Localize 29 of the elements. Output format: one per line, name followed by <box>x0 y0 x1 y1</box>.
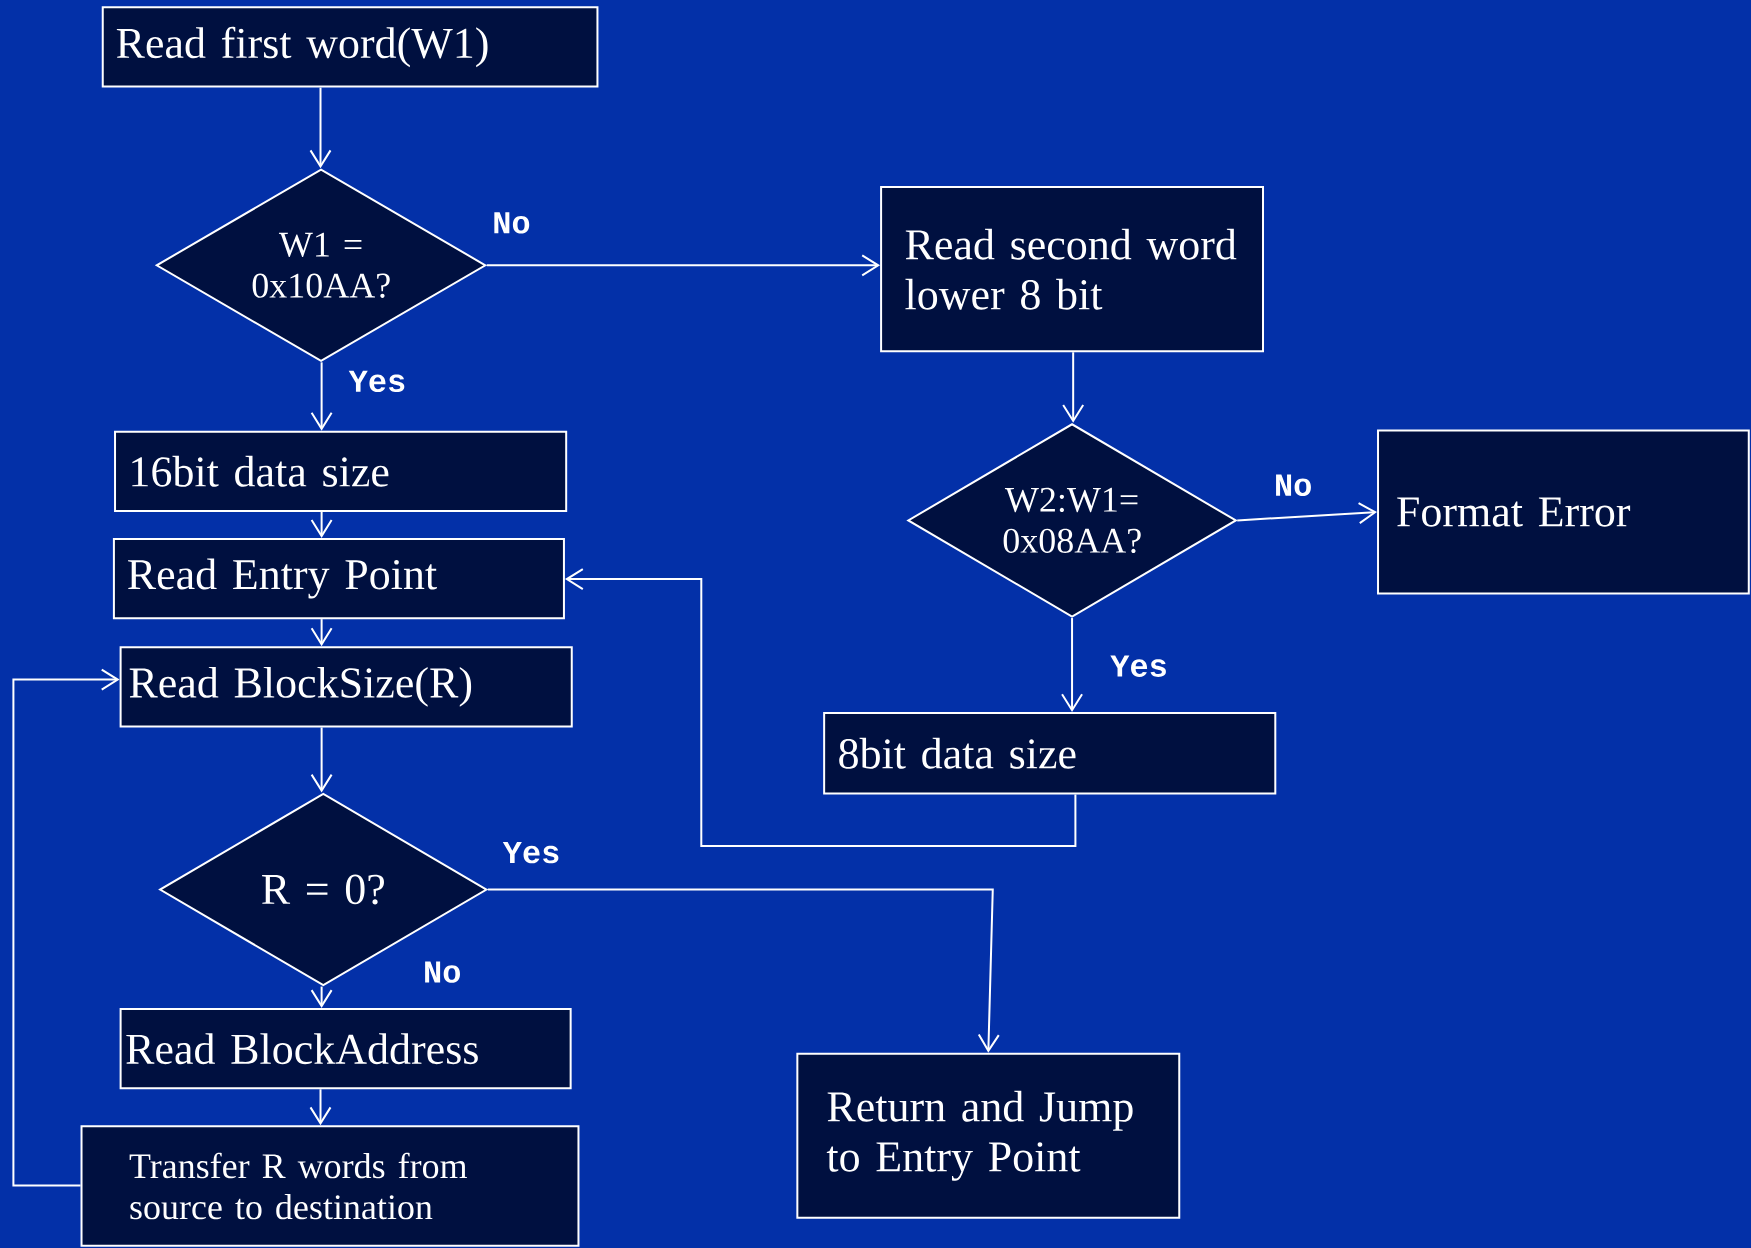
edge-label: Yes <box>502 842 559 864</box>
arrow <box>1061 617 1084 713</box>
edge-label: No <box>1276 474 1311 496</box>
arrow <box>485 254 881 277</box>
arrow <box>310 618 333 647</box>
edge-label: Yes <box>348 370 405 393</box>
process-box: Read BlockSize(R) <box>119 646 573 728</box>
process-box: Format Error <box>1377 429 1750 595</box>
arrow <box>310 510 333 538</box>
process-box: Read BlockAddress <box>119 1008 572 1090</box>
arrow <box>1062 351 1085 423</box>
process-box: Read first word(W1) <box>101 6 599 88</box>
process-box: 16bit data size <box>114 430 568 512</box>
arrow <box>309 1088 332 1126</box>
process-box: Read Entry Point <box>112 537 565 620</box>
edge-label: No <box>494 212 530 234</box>
arrow <box>309 86 332 169</box>
process-box: 8bit data size <box>823 712 1277 795</box>
arrow <box>486 888 1000 1053</box>
edge-label: No <box>425 961 460 983</box>
process-box: Read second word lower 8 bit <box>880 186 1264 353</box>
process-box: Transfer R words from source to destination <box>80 1125 580 1247</box>
arrow <box>310 361 333 431</box>
edge-label: Yes <box>1110 655 1166 677</box>
arrow <box>564 568 1077 847</box>
arrow <box>12 668 120 1187</box>
arrow <box>310 726 333 793</box>
arrow <box>1236 502 1378 525</box>
process-box: Return and Jump to Entry Point <box>796 1052 1181 1219</box>
